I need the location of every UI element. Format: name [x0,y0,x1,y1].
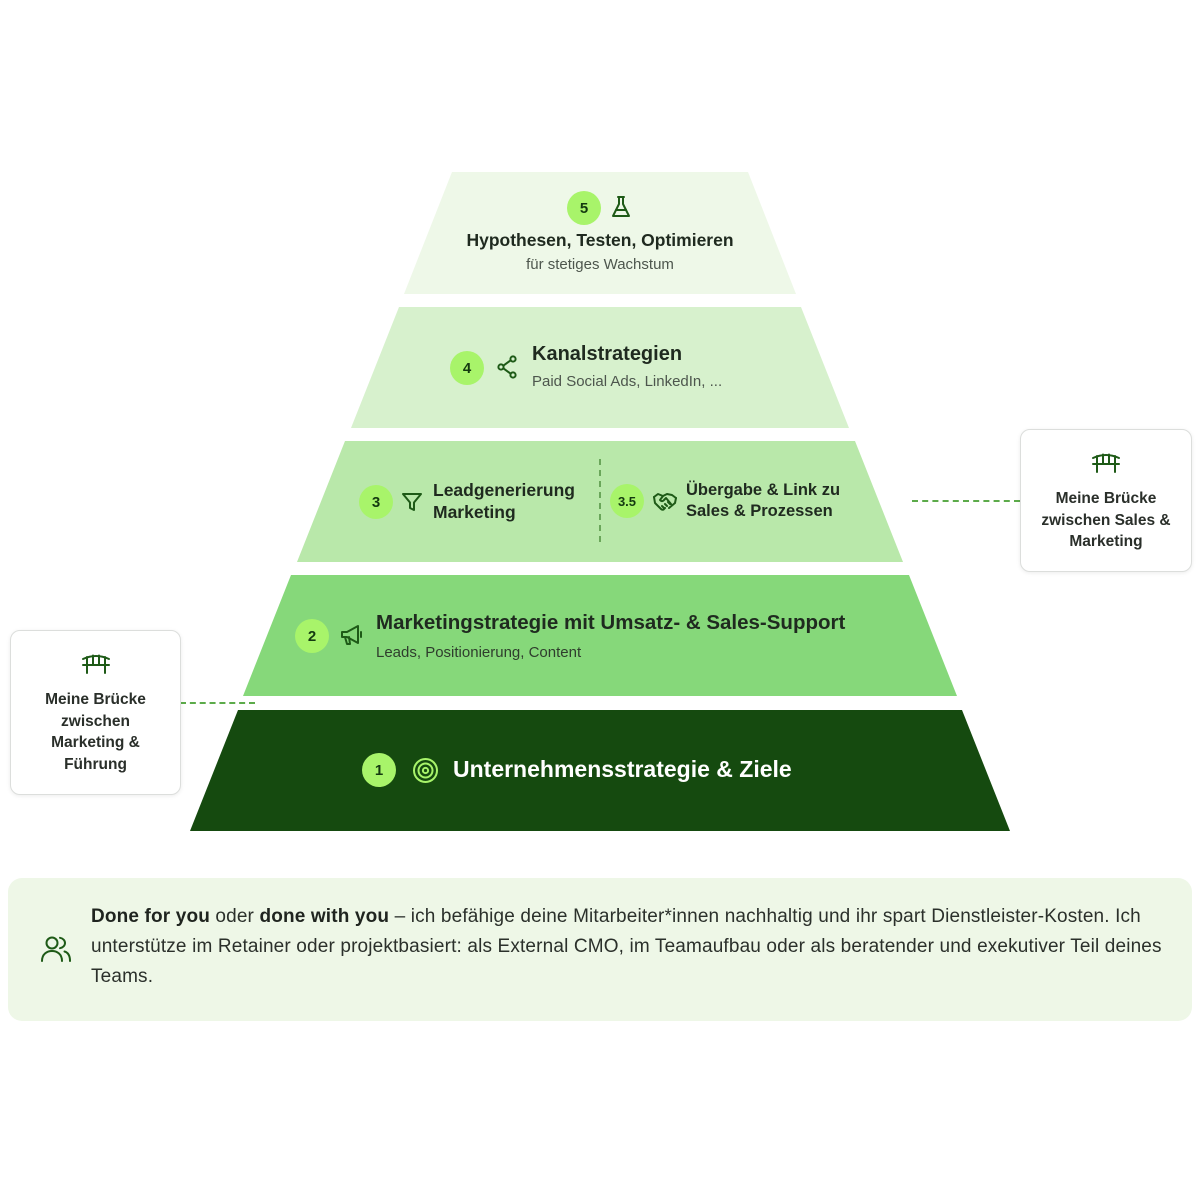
leadership-bridge-line2: zwischen [61,713,130,730]
sales-bridge-connector [912,500,1020,502]
done-for-you-label: Done for you [91,906,210,927]
pyramid-tier-4 [351,307,849,428]
leadership-bridge-line3: Marketing & [51,734,140,751]
pyramid-tier-2 [243,575,957,696]
tier-1-title: Unternehmensstrategie & Ziele [453,756,792,782]
tier-3-5-number-badge: 3.5 [610,484,644,518]
tier-4-subtitle: Paid Social Ads, LinkedIn, ... [532,373,723,390]
sales-bridge-line1: Meine Brücke [1055,490,1157,507]
tier-5-shape [404,172,796,294]
funnel-icon [402,493,422,511]
tier-4-shape [351,307,849,428]
tier-2-subtitle: Leads, Positionierung, Content [376,644,582,661]
done-with-you-label: done with you [259,906,390,927]
megaphone-icon [341,625,362,645]
tier-5-subtitle: für stetiges Wachstum [526,256,674,273]
info-text-connector: oder [209,906,260,927]
tier-3-left-title-line1: Leadgenerierung [433,480,575,500]
service-info-panel: Done for you oder done with you – ich be… [8,878,1192,1021]
tier-5-title: Hypothesen, Testen, Optimieren [466,230,734,250]
sales-bridge-line3: Marketing [1069,533,1143,550]
bridge-icon [1092,453,1120,473]
tier-3-left-title-line2: Marketing [433,502,516,522]
share-nodes-icon [497,355,517,379]
tier-1-shape [190,710,1010,831]
tier-4-number-badge: 4 [450,351,484,385]
handshake-icon [653,493,677,511]
service-info-text: Done for you oder done with you – ich be… [91,902,1166,992]
leadership-bridge-line4: Führung [64,756,127,773]
leadership-bridge-connector [180,702,255,704]
pyramid-tier-1 [190,710,1010,831]
tier-3-number-badge: 3 [359,485,393,519]
tier-1-number-badge: 1 [362,753,396,787]
sales-bridge-line2: zwischen Sales & [1041,512,1171,529]
info-text-body: – ich befähige deine Mitarbeiter*innen n… [91,906,1162,987]
tier-2-shape [243,575,957,696]
pyramid-tier-3 [297,441,903,562]
tier-3-right-title-line2: Sales & Prozessen [686,502,833,520]
team-icon [41,936,71,962]
sales-bridge-card: Meine Brücke zwischen Sales & Marketing [1020,429,1192,572]
tier-3-right-title-line1: Übergabe & Link zu [686,481,841,499]
tier-3-shape [297,441,903,562]
tier-2-title: Marketingstrategie mit Umsatz- & Sales-S… [376,611,846,634]
pyramid-tier-5 [404,172,796,294]
tier-5-number-badge: 5 [567,191,601,225]
bridge-icon [82,654,110,674]
leadership-bridge-card: Meine Brücke zwischen Marketing & Führun… [10,630,181,795]
tier-2-number-badge: 2 [295,619,329,653]
tier-4-title: Kanalstrategien [532,343,683,365]
flask-icon [612,196,630,217]
leadership-bridge-line1: Meine Brücke [45,691,146,708]
target-icon [413,758,438,783]
